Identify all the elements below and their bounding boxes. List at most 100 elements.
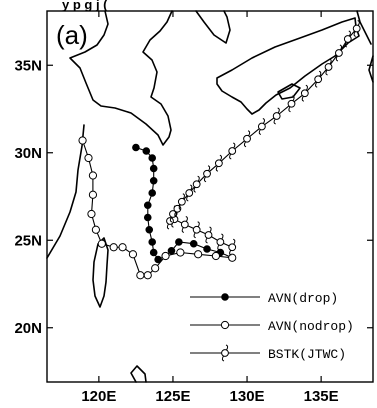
track-point-nodrop (97, 239, 106, 248)
typhoon-symbol-hook-top (233, 238, 236, 245)
legend-marker-bstk (221, 344, 229, 362)
typhoon-symbol-ring (166, 217, 174, 225)
typhoon-symbol-hook-bottom (353, 31, 356, 37)
track-point-nodrop (136, 271, 145, 280)
track-point-bstk (192, 175, 201, 193)
coastline-right-edge (368, 55, 374, 83)
track-point-nodrop (151, 264, 160, 273)
legend-marker-drop (221, 293, 229, 301)
typhoon-symbol-hook-bottom (344, 41, 348, 48)
coastline-taiwan (92, 237, 109, 308)
typhoon-symbol-ring (324, 63, 333, 71)
track-point-drop (142, 147, 151, 155)
track-point-bstk (257, 118, 266, 135)
lon-tick-label: 120E (81, 388, 116, 405)
track-point-drop (203, 245, 211, 253)
track-point-drop (167, 246, 176, 255)
typhoon-symbol-hook-bottom (215, 165, 219, 172)
track-point-nodrop (78, 136, 87, 145)
legend-item-nodrop: AVN(nodrop) (190, 319, 354, 334)
typhoon-symbol-ring (300, 89, 309, 98)
lat-tick-label: 30N (14, 145, 42, 162)
typhoon-symbol-hook-top (185, 216, 188, 222)
track-point-nodrop (87, 209, 96, 219)
track-point-bstk (216, 233, 225, 251)
lat-tick-label: 25N (14, 232, 42, 249)
typhoon-symbol-hook-bottom (169, 216, 173, 223)
track-point-bstk (272, 107, 281, 125)
typhoon-symbol-ring (314, 75, 323, 84)
track-point-nodrop (91, 225, 101, 234)
track-point-drop (143, 213, 152, 222)
track-point-nodrop (211, 251, 221, 261)
typhoon-symbol-hook-top (219, 154, 223, 161)
typhoon-symbol-ring (352, 24, 361, 33)
typhoon-symbol-hook-bottom (325, 69, 328, 76)
track-point-bstk (214, 154, 223, 172)
track-point-bstk (343, 30, 352, 48)
coastline-korea-china (69, 10, 173, 146)
track-point-drop (154, 255, 162, 264)
tracks-layer (78, 20, 361, 280)
track-point-nodrop (118, 243, 127, 252)
typhoon-symbol-hook-top (197, 221, 200, 228)
typhoon-symbol-hook-top (357, 20, 360, 26)
typhoon-symbol-hook-bottom (178, 204, 182, 211)
typhoon-symbol-hook-bottom (335, 55, 339, 62)
track-point-bstk (203, 165, 211, 183)
track-point-nodrop (84, 153, 93, 163)
track-point-drop (148, 154, 157, 162)
typhoon-symbol-hook-bottom (229, 249, 232, 256)
typhoon-symbol-hook-top (197, 175, 200, 182)
track-point-nodrop (88, 171, 98, 180)
track-point-bstk (180, 216, 189, 233)
panel-label: (a) (56, 20, 88, 50)
typhoon-symbol-hook-top (182, 193, 185, 200)
typhoon-symbol-hook-bottom (243, 141, 247, 148)
track-point-bstk (177, 193, 186, 211)
track-point-nodrop (88, 190, 98, 199)
typhoon-symbol-ring (192, 180, 201, 189)
track-point-bstk (243, 130, 251, 148)
typhoon-symbol-hook-bottom (273, 118, 276, 125)
typhoon-symbol-hook-bottom (205, 237, 208, 244)
typhoon-symbol-hook-top (305, 84, 308, 91)
track-point-drop (132, 143, 140, 152)
typhoon-symbol-hook-bottom (193, 186, 196, 193)
typhoon-symbol-ring (216, 238, 225, 246)
typhoon-symbol-hook-bottom (181, 227, 185, 233)
typhoon-symbol-hook-bottom (193, 232, 196, 239)
typhoon-symbol-ring (228, 147, 237, 155)
track-point-drop (143, 201, 152, 210)
lat-tick-label: 20N (14, 320, 42, 337)
typhoon-symbol-ring (335, 49, 343, 57)
typhoon-symbol-ring (214, 159, 223, 168)
track-point-bstk (287, 95, 296, 113)
track-point-nodrop (109, 243, 118, 252)
track-point-drop (145, 225, 154, 234)
track-point-bstk (335, 44, 343, 62)
track-point-drop (148, 189, 157, 197)
lon-tick-label: 130E (230, 388, 265, 405)
typhoon-symbol-hook-top (348, 30, 351, 37)
typhoon-symbol-ring (243, 134, 251, 143)
typhoon-symbol-hook-bottom (166, 223, 170, 230)
typhoon-symbol-hook-top (190, 184, 193, 191)
track-point-drop (149, 248, 158, 257)
legend: AVN(drop)AVN(nodrop)BSTK(JTWC) (190, 291, 354, 362)
typhoon-symbol-ring (203, 169, 211, 178)
typhoon-symbol-hook-top (318, 70, 322, 77)
coastline-luzon (130, 365, 147, 383)
typhoon-symbol-ring (192, 225, 201, 234)
typhoon-symbol-ring (204, 231, 213, 239)
track-point-drop (189, 239, 198, 248)
coastline-japan (216, 17, 360, 115)
legend-label-drop: AVN(drop) (268, 291, 338, 306)
coastline-china-south (46, 124, 85, 259)
track-nodrop (78, 136, 237, 280)
typhoon-symbol-hook-top (225, 344, 229, 351)
typhoon-symbol-hook-bottom (203, 176, 207, 183)
coastline-north-top (195, 10, 231, 44)
